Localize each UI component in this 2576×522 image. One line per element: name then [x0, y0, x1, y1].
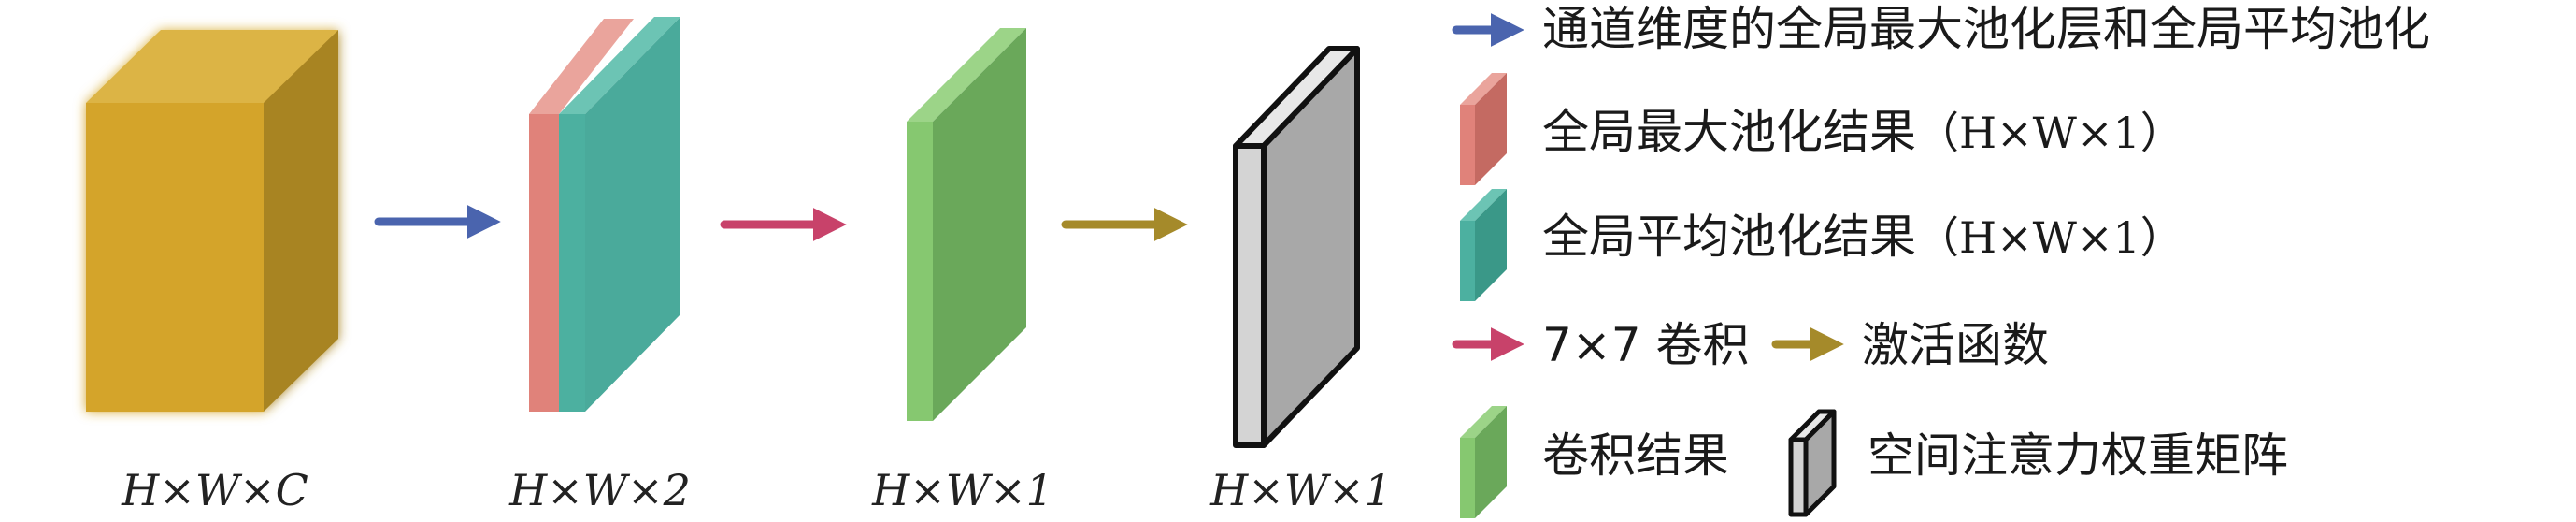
max-pool-layer: [529, 19, 634, 412]
legend-activation: 激活函数: [1771, 318, 2049, 372]
conv-block-top: [907, 28, 1026, 122]
attention-block-front: [1233, 143, 1267, 448]
pooled-dim-label: H×W×2: [508, 465, 691, 515]
input-dim-label: H×W×C: [121, 465, 308, 515]
legend-conv-result: 卷积结果: [1460, 406, 1729, 518]
legend-avg-pool-label: 全局平均池化结果（H×W×1）: [1542, 210, 2183, 264]
legend-avg-pool-result: 全局平均池化结果（H×W×1）: [1460, 189, 2183, 301]
input-feature-block: [86, 30, 338, 412]
legend-channel-pooling-label: 通道维度的全局最大池化层和全局平均池化: [1542, 2, 2430, 56]
conv-block-side: [933, 28, 1026, 421]
legend-avg-pool-text: 全局平均池化结果: [1542, 210, 1916, 264]
legend-channel-pooling: 通道维度的全局最大池化层和全局平均池化: [1452, 2, 2430, 56]
conv-result-block: [907, 28, 1026, 421]
input-block-front: [86, 103, 264, 412]
legend-attention-matrix-label: 空间注意力权重矩阵: [1868, 428, 2288, 483]
pooled-block: [529, 17, 680, 412]
avg-pool-layer: [559, 17, 680, 412]
attention-block-side: [1261, 46, 1360, 448]
legend-attention-matrix: 空间注意力权重矩阵: [1788, 409, 2288, 517]
input-block-top: [86, 30, 338, 103]
attention-matrix-block: [1233, 46, 1360, 448]
legend-conv-7x7: 7×7 卷积: [1452, 318, 1749, 372]
legend: 通道维度的全局最大池化层和全局平均池化 全局最大池化结果（H×W×1） 全局平均…: [1452, 2, 2430, 518]
legend-conv-7x7-label: 7×7 卷积: [1542, 318, 1749, 372]
conv-dim-label: H×W×1: [871, 465, 1053, 515]
legend-max-pool-result: 全局最大池化结果（H×W×1）: [1460, 73, 2183, 185]
input-block-side: [264, 30, 338, 412]
conv-block-front: [907, 122, 933, 421]
attention-dim-label: H×W×1: [1209, 465, 1392, 515]
legend-max-pool-text: 全局最大池化结果: [1542, 105, 1916, 159]
legend-conv-result-label: 卷积结果: [1542, 428, 1729, 483]
legend-max-pool-label: 全局最大池化结果（H×W×1）: [1542, 105, 2183, 159]
legend-activation-label: 激活函数: [1862, 318, 2049, 372]
legend-avg-pool-dims: （H×W×1）: [1916, 212, 2183, 263]
legend-max-pool-dims: （H×W×1）: [1916, 108, 2183, 158]
